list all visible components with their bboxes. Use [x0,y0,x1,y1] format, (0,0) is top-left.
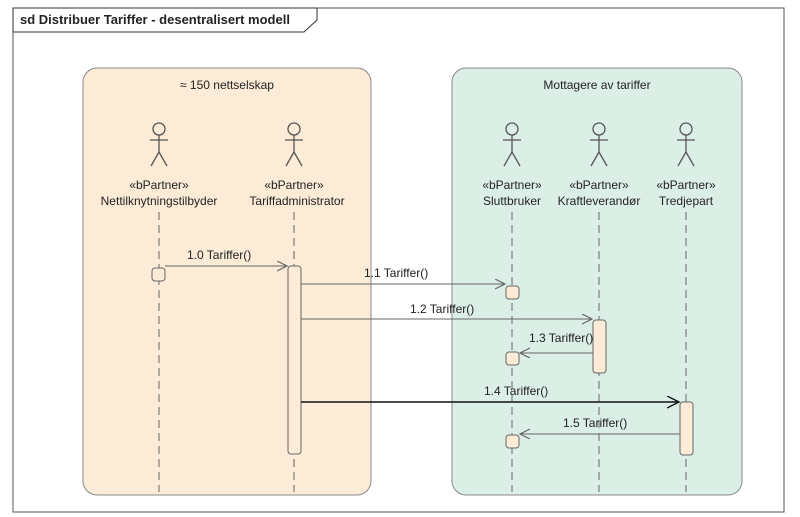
message-1-1: 1.1 Tariffer() [301,266,505,284]
lifeline-tariffadministrator: «bPartner» Tariffadministrator [249,122,345,492]
message-label: 1.4 Tariffer() [484,384,548,398]
activation-sluttbruker-3 [505,434,520,449]
group-box-mottagere [451,67,743,496]
activation-kraftleverandor [592,319,607,374]
message-1-5: 1.5 Tariffer() [520,416,680,434]
lifeline-name: Tredjepart [659,194,714,208]
message-label: 1.0 Tariffer() [187,248,251,262]
lifeline-name: Sluttbruker [483,194,541,208]
actor-icon [590,122,608,167]
actor-icon [150,122,168,167]
lifeline-name: Tariffadministrator [249,194,344,208]
lifeline-stereotype: «bPartner» [482,178,542,192]
message-1-3: 1.3 Tariffer() [520,331,593,353]
message-label: 1.2 Tariffer() [410,302,474,316]
message-label: 1.1 Tariffer() [364,266,428,280]
lifeline-stereotype: «bPartner» [569,178,629,192]
lifeline-stereotype: «bPartner» [129,178,189,192]
message-1-0: 1.0 Tariffer() [165,248,287,266]
frame-title-tab [12,7,318,33]
activation-sluttbruker-2 [505,351,520,366]
actor-icon [503,122,521,167]
actor-icon [677,122,695,167]
lifeline-stereotype: «bPartner» [264,178,324,192]
activation-sluttbruker-1 [505,285,520,300]
message-label: 1.5 Tariffer() [563,416,627,430]
message-label: 1.3 Tariffer() [529,331,593,345]
activation-tredjepart [679,401,694,456]
group-label-mottagere: Mottagere av tariffer [543,78,650,92]
lifeline-kraftleverandor: «bPartner» Kraftleverandør [558,122,641,492]
group-box-nettselskap [82,67,372,496]
lifeline-nettilknytningstilbyder: «bPartner» Nettilknytningstilbyder [101,122,218,492]
activation-nettilknytningstilbyder [151,267,166,282]
lifeline-name: Kraftleverandør [558,194,641,208]
message-1-2: 1.2 Tariffer() [301,302,592,319]
frame-title: sd Distribuer Tariffer - desentralisert … [20,12,290,27]
lifeline-sluttbruker: «bPartner» Sluttbruker [482,122,542,492]
lifeline-name: Nettilknytningstilbyder [101,194,218,208]
activation-tariffadministrator [287,265,302,455]
lifeline-tredjepart: «bPartner» Tredjepart [656,122,716,492]
lifeline-stereotype: «bPartner» [656,178,716,192]
group-label-nettselskap: ≈ 150 nettselskap [180,78,274,92]
message-1-4: 1.4 Tariffer() [301,384,679,402]
actor-icon [285,122,303,167]
